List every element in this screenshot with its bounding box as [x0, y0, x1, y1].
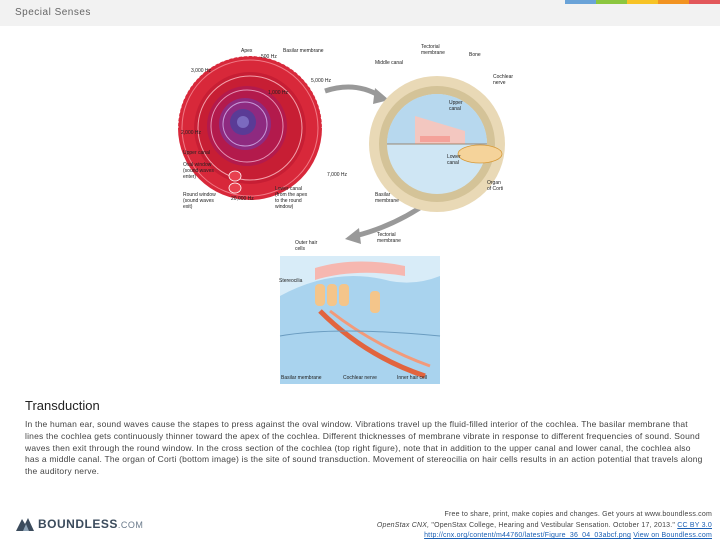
- cochlea-spiral: [177, 55, 323, 200]
- label-stereocilia: Stereocilia: [279, 278, 303, 284]
- label-round-window-2: (sound waves: [183, 198, 214, 204]
- label-outer-hair-cells-2: cells: [295, 246, 306, 252]
- label-lower-canal-xs-1: Lower: [447, 154, 461, 160]
- view-on-boundless-link[interactable]: View on Boundless.com: [633, 532, 712, 539]
- label-tectorial-bottom-2: membrane: [377, 238, 401, 244]
- source-url-link[interactable]: http://cnx.org/content/m44760/latest/Fig…: [424, 532, 632, 539]
- arrow-to-cross-section: [324, 84, 382, 99]
- source-italic: OpenStax CNX,: [376, 521, 430, 529]
- arrow-head-2: [345, 228, 361, 244]
- boundless-logo[interactable]: BOUNDLESS.COM: [16, 514, 143, 534]
- accent-bar-orange: [658, 0, 689, 4]
- label-upper-canal-xs-1: Upper: [449, 100, 463, 106]
- label-20000hz: 20,000 Hz: [231, 196, 254, 202]
- label-apex: Apex: [241, 48, 253, 54]
- label-organ-of-corti-1: Organ: [487, 180, 501, 186]
- label-round-window-3: exit): [183, 204, 193, 210]
- caption-body: In the human ear, sound waves cause the …: [25, 419, 703, 477]
- cochlea-illustration: Apex 500 Hz Basilar membrane 5,000 Hz 3,…: [177, 44, 513, 384]
- label-oval-window-2: (sound waves: [183, 168, 214, 174]
- logo-text: BOUNDLESS: [38, 517, 118, 531]
- license-link[interactable]: CC BY 3.0: [677, 521, 712, 529]
- label-oval-window-3: enter): [183, 174, 196, 180]
- label-oval-window-1: Oval window: [183, 162, 212, 168]
- label-5000hz: 5,000 Hz: [311, 78, 332, 84]
- label-cochlear-nerve-1: Cochlear: [493, 74, 513, 80]
- label-lower-canal-xs-2: canal: [447, 160, 459, 166]
- label-lower-canal-1: Lower canal: [275, 186, 302, 192]
- top-bar: Special Senses: [0, 0, 720, 26]
- label-basilar-membrane: Basilar membrane: [283, 48, 324, 54]
- label-lower-canal-3: to the round: [275, 198, 302, 204]
- label-cochlear-nerve-bottom: Cochlear nerve: [343, 375, 377, 381]
- label-upper-canal: Upper canal: [183, 150, 210, 156]
- label-lower-canal-2: (from the apex: [275, 192, 308, 198]
- arrow-head-1: [373, 88, 389, 104]
- label-basilar-membrane-xs-2: membrane: [375, 198, 399, 204]
- source-rest: "OpenStax College, Hearing and Vestibula…: [429, 521, 676, 529]
- label-inner-hair-cell: Inner hair cell: [397, 375, 427, 381]
- label-organ-of-corti-2: of Corti: [487, 186, 503, 192]
- share-line: Free to share, print, make copies and ch…: [444, 511, 712, 518]
- organ-of-corti: [279, 256, 441, 384]
- label-500hz: 500 Hz: [261, 54, 277, 60]
- url-line: http://cnx.org/content/m44760/latest/Fig…: [377, 531, 712, 542]
- label-upper-canal-xs-2: canal: [449, 106, 461, 112]
- accent-bar-red: [689, 0, 720, 4]
- label-tectorial-membrane-1: Tectorial: [421, 44, 440, 50]
- label-round-window-1: Round window: [183, 192, 216, 198]
- accent-bar-blue: [565, 0, 596, 4]
- caption-title: Transduction: [25, 398, 100, 413]
- label-1000hz: 1,000 Hz: [268, 90, 289, 96]
- logo-mark-icon: [16, 518, 34, 531]
- label-7000hz: 7,000 Hz: [327, 172, 348, 178]
- attribution: Free to share, print, make copies and ch…: [377, 510, 712, 542]
- label-tectorial-bottom-1: Tectorial: [377, 232, 396, 238]
- label-outer-hair-cells-1: Outer hair: [295, 240, 318, 246]
- deck-title: Special Senses: [15, 7, 91, 18]
- label-middle-canal: Middle canal: [375, 60, 403, 66]
- label-tectorial-membrane-2: membrane: [421, 50, 445, 56]
- label-basilar-bottom: Basilar membrane: [281, 375, 322, 381]
- accent-bar-yellow: [627, 0, 658, 4]
- label-3000hz: 3,000 Hz: [191, 68, 212, 74]
- cochlea-figure: Apex 500 Hz Basilar membrane 5,000 Hz 3,…: [175, 36, 520, 391]
- label-bone: Bone: [469, 52, 481, 58]
- accent-bar-green: [596, 0, 627, 4]
- cochlea-cross-section: [369, 76, 505, 212]
- logo-suffix: .COM: [117, 520, 144, 530]
- logo-wordmark: BOUNDLESS.COM: [38, 517, 143, 531]
- label-2000hz: 2,000 Hz: [181, 130, 202, 136]
- label-lower-canal-4: window): [275, 204, 294, 210]
- label-cochlear-nerve-2: nerve: [493, 80, 506, 86]
- source-line: OpenStax CNX, "OpenStax College, Hearing…: [377, 521, 712, 532]
- label-basilar-membrane-xs-1: Basilar: [375, 192, 391, 198]
